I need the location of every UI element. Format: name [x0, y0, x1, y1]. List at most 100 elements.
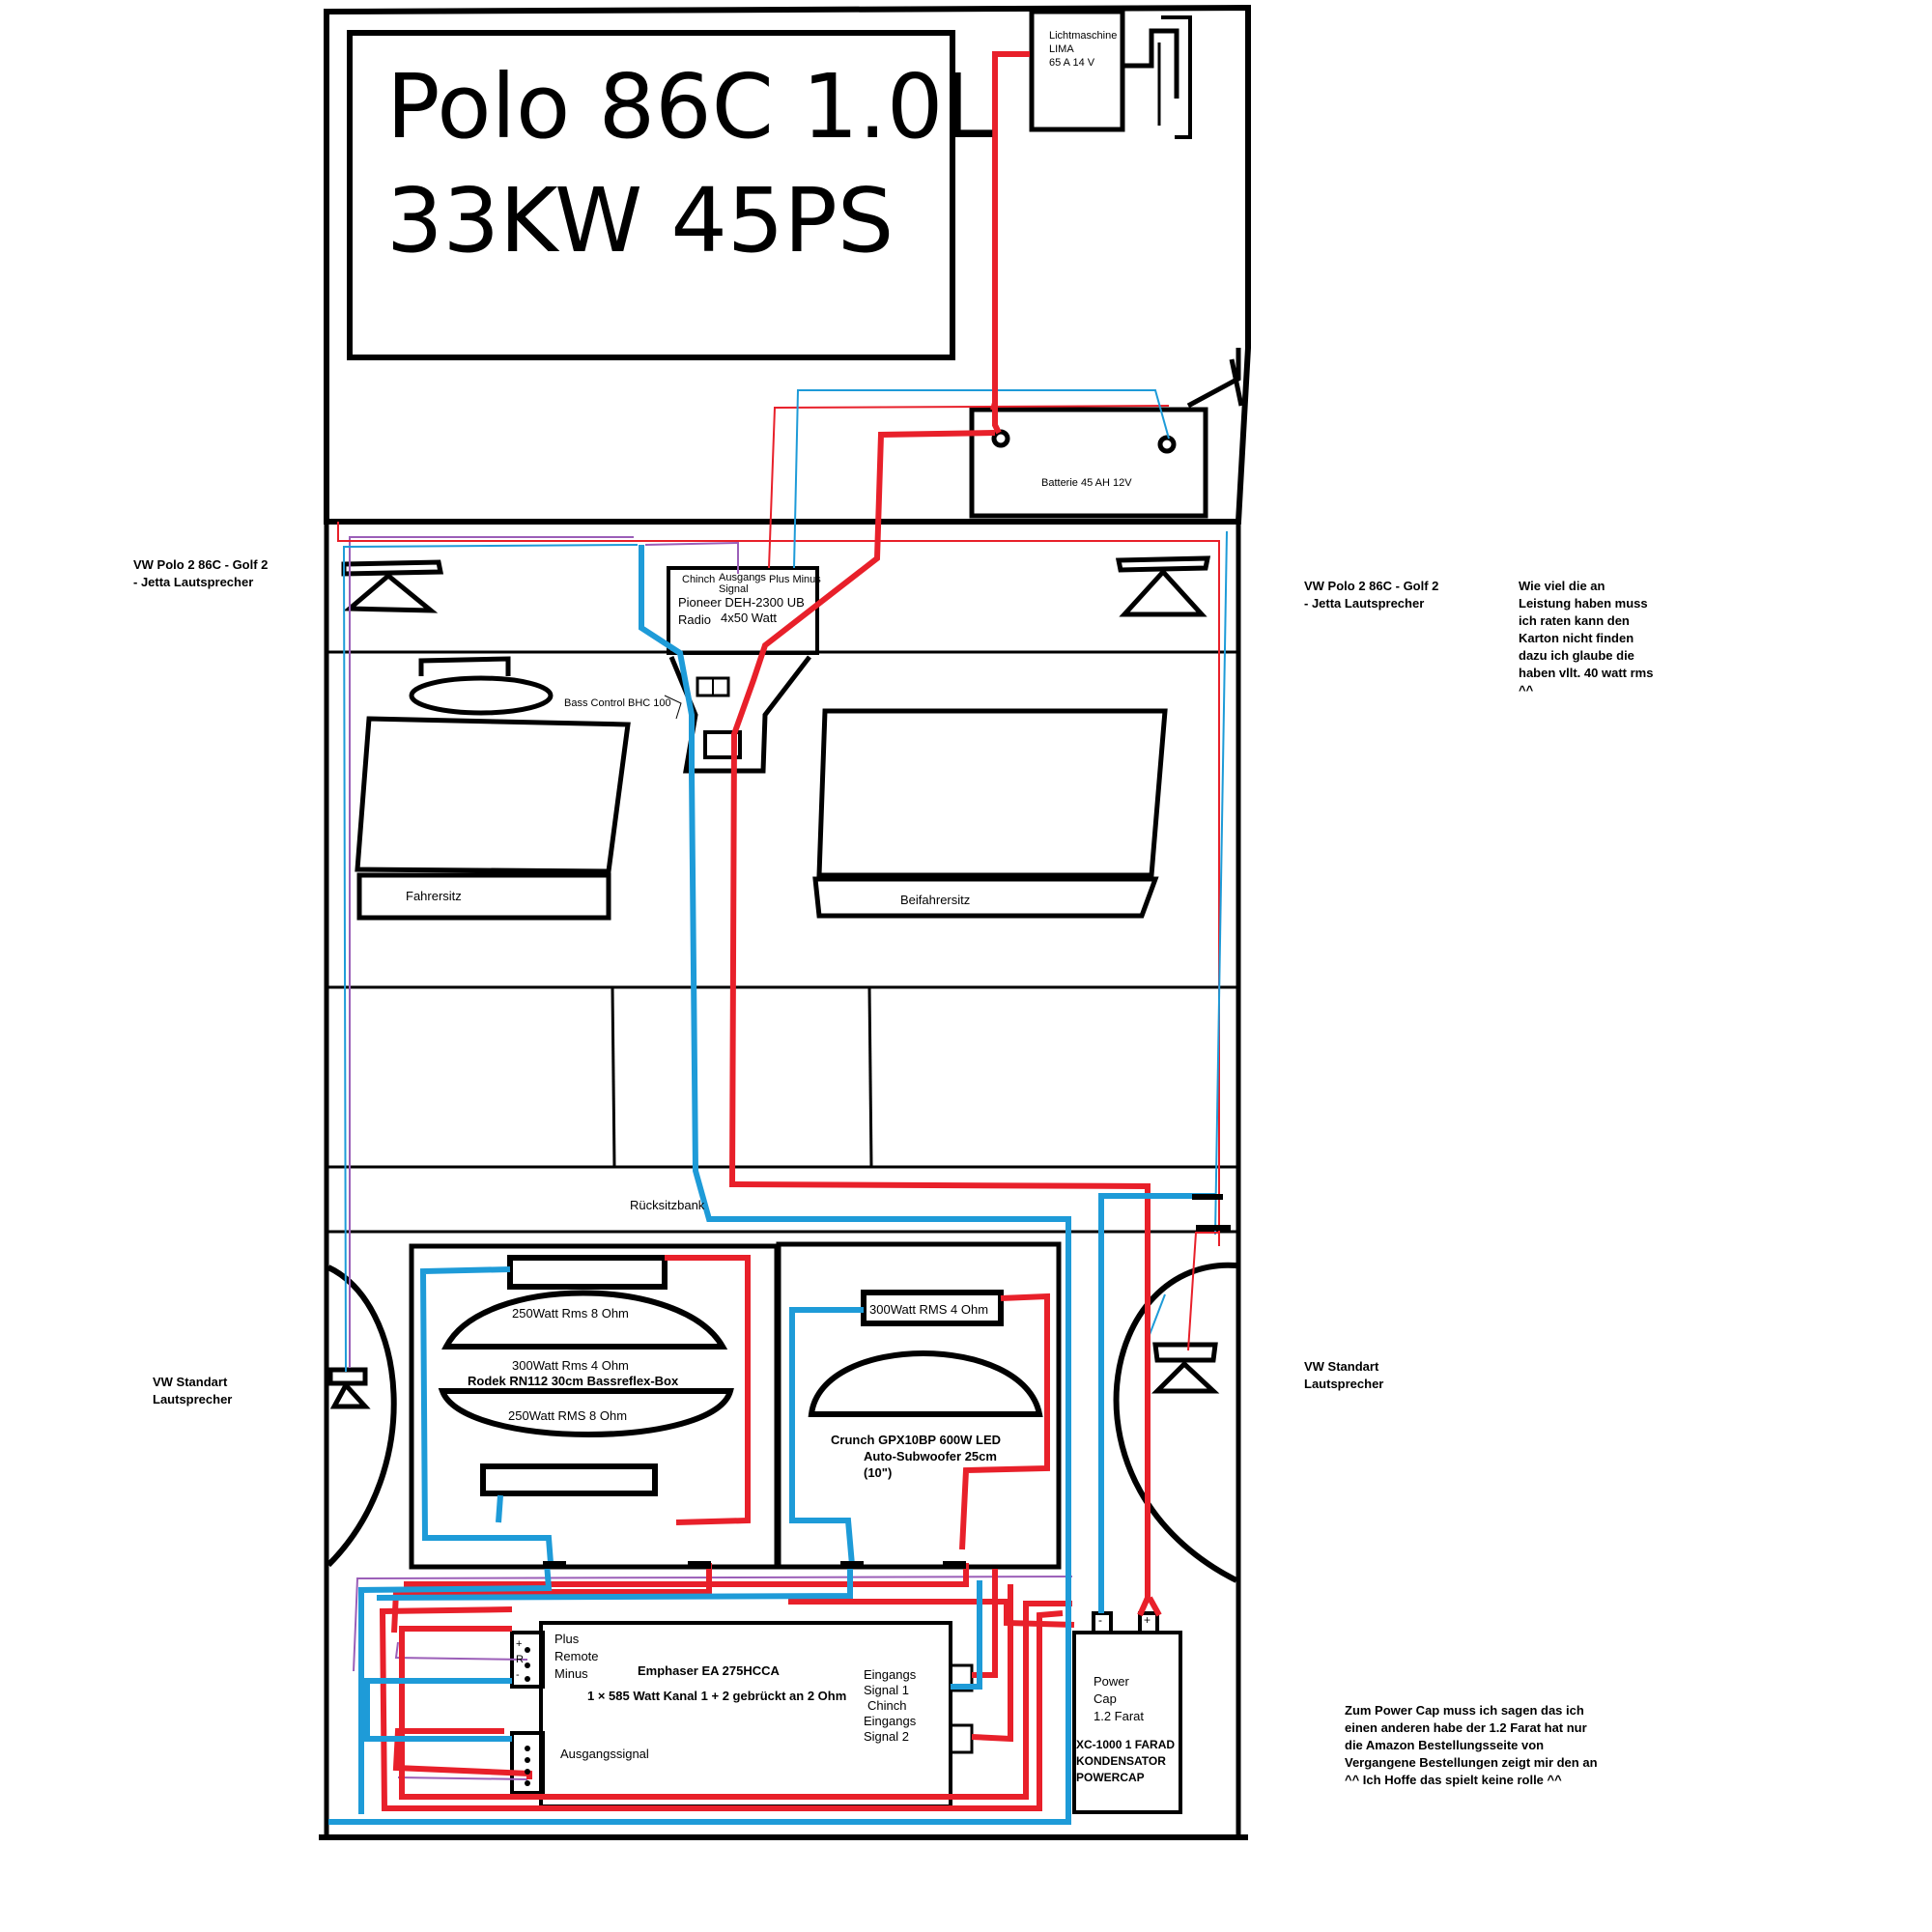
front-note-line: Leistung haben muss [1519, 596, 1648, 611]
front-speaker-left-line1: VW Polo 2 86C - Golf 2 [133, 557, 269, 572]
amp-terminal-plus: + [516, 1638, 523, 1650]
cap-note-line: Zum Power Cap muss ich sagen das ich [1345, 1703, 1584, 1718]
amp-spec-label: 1 × 585 Watt Kanal 1 + 2 gebrückt an 2 O… [587, 1689, 847, 1703]
wheel-arch-left [326, 1264, 397, 1568]
steering-wheel [409, 656, 554, 716]
front-speaker-right [1115, 555, 1211, 617]
subwoofer-line2: Auto-Subwoofer 25cm [864, 1449, 997, 1463]
battery-label: Batterie 45 AH 12V [1041, 477, 1132, 489]
front-speaker-right-line1: VW Polo 2 86C - Golf 2 [1304, 579, 1439, 593]
title-line-2: 33KW 45PS [386, 169, 895, 272]
wheel-arch-right [1113, 1262, 1238, 1583]
rear-speaker-left [327, 1367, 371, 1409]
amp-plus-label: Plus [554, 1632, 580, 1646]
bass-box-bottom-sub-label: 250Watt RMS 8 Ohm [508, 1408, 628, 1423]
rear-speaker-right-line1: VW Standart [1304, 1359, 1379, 1374]
radio-word-label: Radio [678, 612, 711, 627]
power-cap-model-line3: POWERCAP [1076, 1771, 1145, 1784]
subwoofer-name-label: Crunch GPX10BP 600W LED Auto-Subwoofer 2… [831, 1432, 1001, 1481]
power-cap-body [1072, 1611, 1182, 1814]
rear-speaker-right-line2: Lautsprecher [1304, 1377, 1384, 1391]
thin-speaker-wires [337, 387, 1228, 1373]
alternator-label: Lichtmaschine LIMA 65 A 14 V [1049, 29, 1117, 70]
cap-note-line: ^^ Ich Hoffe das spielt keine rolle ^^ [1345, 1773, 1562, 1787]
amp-power-labels: Plus Remote Minus [554, 1631, 599, 1683]
radio-model-label: Pioneer DEH-2300 UB [678, 595, 805, 610]
front-speaker-right-label: VW Polo 2 86C - Golf 2 - Jetta Lautsprec… [1304, 578, 1438, 612]
radio-unit [667, 566, 819, 655]
subwoofer-rms-label: 300Watt RMS 4 Ohm [869, 1302, 989, 1317]
rear-seat-label: Rücksitzbank [630, 1198, 705, 1212]
alternator-name: Lichtmaschine [1049, 30, 1118, 42]
power-cap-model-label: XC-1000 1 FARAD KONDENSATOR POWERCAP [1076, 1737, 1175, 1786]
negative-ground-wires [328, 545, 1215, 1825]
bass-box-name-label: Rodek RN112 30cm Bassreflex-Box [468, 1374, 679, 1388]
alternator-abbrev: LIMA [1049, 43, 1074, 55]
front-note-line: ich raten kann den [1519, 613, 1630, 628]
power-cap-line2: Cap [1094, 1691, 1117, 1706]
front-speaker-left-line2: - Jetta Lautsprecher [133, 575, 254, 589]
car-body-outline [319, 4, 1251, 1840]
front-speaker-right-line2: - Jetta Lautsprecher [1304, 596, 1425, 611]
radio-power-label: Plus Minus [769, 574, 821, 585]
battery-positive-terminal [991, 429, 1010, 448]
cap-note-line: einen anderen habe der 1.2 Farat hat nur [1345, 1720, 1587, 1735]
amp-input2-line1: Eingangs [864, 1714, 917, 1728]
positive-power-wires [379, 51, 1162, 1811]
front-note-line: haben vllt. 40 watt rms [1519, 666, 1654, 680]
radio-output-line1: Ausgangs [719, 572, 766, 583]
passenger-seat-label: Beifahrersitz [900, 893, 971, 907]
amp-remote-label: Remote [554, 1649, 599, 1663]
rear-speaker-left-line2: Lautsprecher [153, 1392, 233, 1406]
front-note-line: dazu ich glaube die [1519, 648, 1634, 663]
front-speaker-note: Wie viel die an Leistung haben muss ich … [1519, 578, 1653, 699]
power-cap-plus-terminal: + [1144, 1613, 1151, 1627]
rear-speaker-left-line1: VW Standart [153, 1375, 228, 1389]
amp-input1-line2: Signal 1 [864, 1683, 909, 1697]
radio-watt-label: 4x50 Watt [721, 611, 778, 625]
front-note-line: Wie viel die an [1519, 579, 1605, 593]
alternator [1029, 9, 1192, 139]
signal-wires [349, 536, 1073, 1780]
front-speaker-left [341, 559, 444, 613]
passenger-seat [812, 708, 1168, 919]
rear-speaker-right-label: VW Standart Lautsprecher [1304, 1358, 1383, 1393]
bass-box-top-sub-label: 250Watt Rms 8 Ohm [512, 1306, 629, 1321]
power-cap-model-line2: KONDENSATOR [1076, 1754, 1166, 1768]
amp-minus-label: Minus [554, 1666, 588, 1681]
subwoofer-line3: (10") [864, 1465, 893, 1480]
power-cap-note: Zum Power Cap muss ich sagen das ich ein… [1345, 1702, 1598, 1789]
driver-seat [355, 716, 631, 921]
subwoofer-line1: Crunch GPX10BP 600W LED [831, 1433, 1002, 1447]
radio-chinch-label: Chinch [682, 574, 716, 585]
power-cap-line3: 1.2 Farat [1094, 1709, 1145, 1723]
alternator-rating: 65 A 14 V [1049, 57, 1095, 69]
cap-note-line: Vergangene Bestellungen zeigt mir den an [1345, 1755, 1598, 1770]
amp-input-labels: Eingangs Signal 1 Chinch Eingangs Signal… [864, 1667, 916, 1745]
power-cap-model-line1: XC-1000 1 FARAD [1076, 1738, 1176, 1751]
title-line-1: Polo 86C 1.0L [386, 55, 993, 158]
rear-speaker-left-label: VW Standart Lautsprecher [153, 1374, 232, 1408]
radio-output-label: Ausgangs Signal [719, 572, 766, 595]
power-cap-line1: Power [1094, 1674, 1129, 1689]
amp-input-chinch: Chinch [867, 1698, 907, 1713]
power-cap-minus-terminal: - [1098, 1613, 1102, 1627]
page-title: Polo 86C 1.0L 33KW 45PS [386, 50, 993, 278]
front-note-line: Karton nicht finden [1519, 631, 1634, 645]
amp-output-label: Ausgangssignal [560, 1747, 649, 1761]
amp-name-label: Emphaser EA 275HCCA [638, 1663, 780, 1678]
driver-seat-label: Fahrersitz [406, 889, 462, 903]
amp-terminal-remote: R [516, 1654, 524, 1665]
terminal-markers [525, 1194, 1231, 1786]
amp-input2-line2: Signal 2 [864, 1729, 909, 1744]
cap-note-line: die Amazon Bestellungsseite von [1345, 1738, 1545, 1752]
battery [969, 407, 1208, 519]
amp-input1-line1: Eingangs [864, 1667, 917, 1682]
bass-control-label: Bass Control BHC 100 [564, 697, 671, 709]
title-frame [347, 30, 955, 360]
bass-box-rms-label: 300Watt Rms 4 Ohm [512, 1358, 629, 1373]
power-cap-label: Power Cap 1.2 Farat [1094, 1673, 1144, 1725]
radio-output-line2: Signal [719, 583, 749, 595]
front-speaker-left-label: VW Polo 2 86C - Golf 2 - Jetta Lautsprec… [133, 556, 268, 591]
front-note-line: ^^ [1519, 683, 1534, 697]
